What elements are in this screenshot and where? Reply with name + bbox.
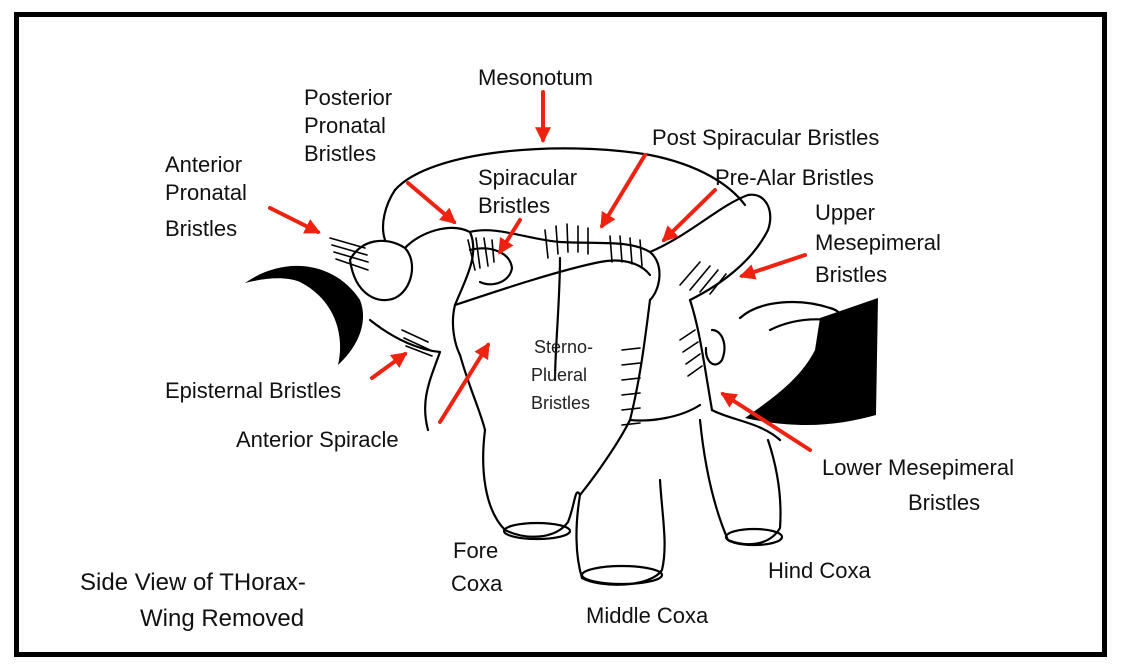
label-upper-mesepimeral-2: Mesepimeral xyxy=(815,230,941,255)
spiracular-arrow xyxy=(500,220,520,252)
label-fore-coxa-1: Fore xyxy=(453,538,498,563)
label-lower-mesepimeral-1: Lower Mesepimeral xyxy=(822,455,1014,480)
label-posterior-pronatal-2: Pronatal xyxy=(304,113,386,138)
thorax-outline xyxy=(350,148,840,495)
fore-coxa-shape xyxy=(483,430,580,539)
label-posterior-pronatal-3: Bristles xyxy=(304,141,376,166)
episternal-arrow xyxy=(372,354,405,378)
label-sterno-pleural-3: Bristles xyxy=(531,393,590,413)
post-spiracular-arrow xyxy=(602,155,645,226)
label-anterior-pronatal-1: Anterior xyxy=(165,152,242,177)
upper-mesepimeral-arrow xyxy=(742,255,805,276)
label-middle-coxa: Middle Coxa xyxy=(586,603,709,628)
label-sterno-pleural-2: Plueral xyxy=(531,365,587,385)
label-anterior-pronatal-3: Bristles xyxy=(165,216,237,241)
label-sterno-pleural-1: Sterno- xyxy=(534,337,593,357)
hind-coxa-shape xyxy=(700,420,782,545)
label-hind-coxa: Hind Coxa xyxy=(768,558,871,583)
label-post-spiracular: Post Spiracular Bristles xyxy=(652,125,879,150)
anterior-pronatal-arrow xyxy=(270,208,318,232)
right-dark-region xyxy=(745,298,878,425)
label-lower-mesepimeral-2: Bristles xyxy=(908,490,980,515)
label-posterior-pronatal-1: Posterior xyxy=(304,85,392,110)
label-episternal: Episternal Bristles xyxy=(165,378,341,403)
label-spiracular-1: Spiracular xyxy=(478,165,577,190)
label-spiracular-2: Bristles xyxy=(478,193,550,218)
label-fore-coxa-2: Coxa xyxy=(451,571,503,596)
label-pre-alar: Pre-Alar Bristles xyxy=(715,165,874,190)
left-dark-region xyxy=(245,266,363,365)
label-upper-mesepimeral-1: Upper xyxy=(815,200,875,225)
label-upper-mesepimeral-3: Bristles xyxy=(815,262,887,287)
posterior-pronatal-arrow xyxy=(408,183,454,222)
pre-alar-arrow xyxy=(664,190,715,240)
caption-line-1: Side View of THorax- xyxy=(80,569,306,596)
label-mesonotum: Mesonotum xyxy=(478,65,593,90)
label-anterior-spiracle: Anterior Spiracle xyxy=(236,427,399,452)
label-anterior-pronatal-2: Pronatal xyxy=(165,180,247,205)
anterior-spiracle-arrow xyxy=(440,345,488,422)
bristles xyxy=(330,224,726,425)
caption-line-2: Wing Removed xyxy=(140,605,304,632)
middle-coxa-shape xyxy=(576,480,664,585)
